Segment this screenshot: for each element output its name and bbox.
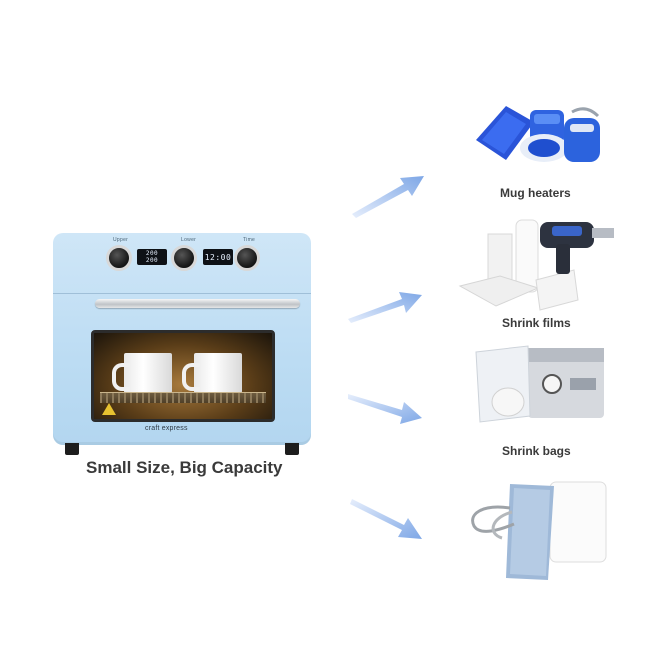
panel-divider	[53, 293, 311, 294]
knob-label-time: Time	[243, 237, 256, 243]
oven-foot-left	[65, 443, 79, 455]
arrow-to-mug-heaters	[352, 176, 424, 218]
arrow-to-shrink-films	[348, 292, 422, 323]
oven-window	[91, 330, 275, 422]
knob-label-upper: Upper	[113, 237, 129, 243]
brand-logo: craft express	[145, 425, 188, 432]
mug-right	[182, 353, 242, 397]
shrink-bag-image	[475, 345, 604, 423]
oven-foot-right	[285, 443, 299, 455]
shrink-film-image	[458, 219, 614, 311]
time-display: 12:00	[203, 249, 233, 265]
product-label-shrink-bags: Shrink bags	[502, 444, 571, 458]
oven-body: Upper Lower Time 200 200 12:00 craft exp…	[53, 233, 311, 445]
mug-heater-image	[476, 106, 600, 162]
product-label-shrink-films: Shrink films	[502, 316, 571, 330]
product-label-mug-heaters: Mug heaters	[500, 186, 571, 200]
arrow-to-clip-wrap	[350, 499, 422, 539]
oven-rack	[100, 392, 266, 403]
warning-icon	[102, 403, 116, 415]
door-handle[interactable]	[95, 299, 300, 308]
caption: Small Size, Big Capacity	[86, 458, 283, 477]
lower-temp-knob[interactable]	[171, 245, 197, 271]
timer-knob[interactable]	[234, 245, 260, 271]
knob-label-lower: Lower	[181, 237, 197, 243]
arrow-to-shrink-bags	[348, 394, 422, 424]
binder-clip-wrap-image	[471, 481, 607, 580]
mug-left	[112, 353, 172, 397]
air-fryer-oven: Upper Lower Time 200 200 12:00 craft exp…	[53, 233, 311, 455]
temperature-display: 200 200	[137, 249, 167, 265]
upper-temp-knob[interactable]	[106, 245, 132, 271]
